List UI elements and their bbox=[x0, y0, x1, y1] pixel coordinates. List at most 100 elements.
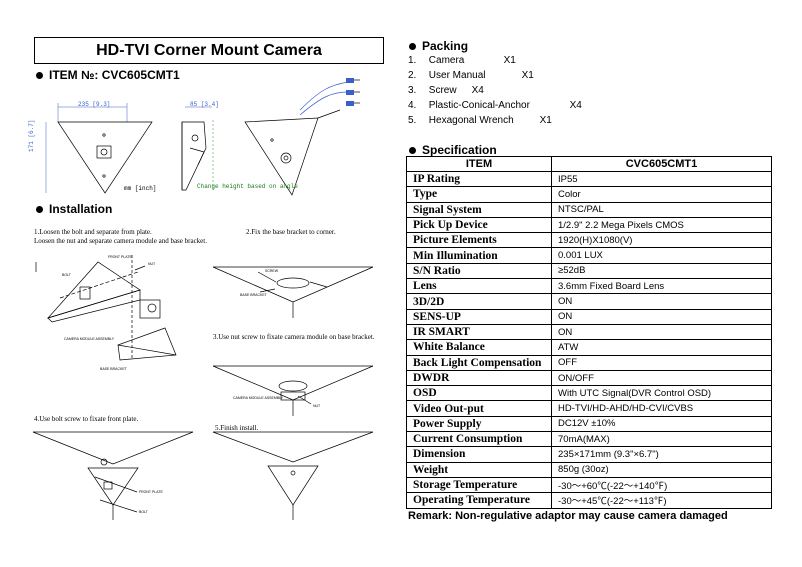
spec-value: 850g (30oz) bbox=[551, 461, 772, 478]
spec-header-row: ITEM CVC605CMT1 bbox=[406, 156, 772, 172]
install-step1-text-a: 1.Loosen the bolt and separate from plat… bbox=[34, 228, 152, 236]
spec-value: ≥52dB bbox=[551, 262, 772, 280]
packing-item-name: Camera bbox=[428, 55, 465, 66]
part-label-bolt-2: BOLT bbox=[139, 510, 148, 514]
unit-label: mm [inch] bbox=[124, 185, 157, 192]
specification-heading-label: Specification bbox=[422, 143, 497, 157]
spec-value: With UTC Signal(DVR Control OSD) bbox=[551, 385, 772, 402]
install-step5-drawing bbox=[212, 431, 374, 520]
packing-item: 3. Screw X4 bbox=[408, 83, 788, 98]
spec-value: ATW bbox=[551, 339, 772, 356]
packing-item: 5. Hexagonal Wrench X1 bbox=[408, 113, 788, 128]
spec-key: Current Consumption bbox=[406, 431, 552, 448]
spec-key: Power Supply bbox=[406, 415, 552, 433]
packing-item-qty: X1 bbox=[539, 115, 552, 126]
packing-item: 4. Plastic-Conical-Anchor X4 bbox=[408, 98, 788, 113]
spec-key: DWDR bbox=[406, 369, 552, 387]
spec-value: -30～+45℃(-22～+113℉) bbox=[551, 492, 772, 509]
angle-note: Change height based on angle bbox=[197, 183, 298, 190]
part-label-base-bracket-2: BASE BRACKET bbox=[240, 293, 267, 297]
spec-value: ON bbox=[551, 293, 772, 310]
packing-item-name: Hexagonal Wrench bbox=[428, 115, 514, 126]
spec-value: 70mA(MAX) bbox=[551, 431, 772, 448]
packing-item-num: 5. bbox=[408, 115, 417, 126]
part-label-bolt: BOLT bbox=[62, 273, 71, 277]
spec-value: 0.001 LUX bbox=[551, 247, 772, 264]
install-step4-drawing bbox=[32, 431, 194, 520]
spec-value: 235×171mm (9.3"×6.7") bbox=[551, 446, 772, 463]
spec-key: IP Rating bbox=[406, 170, 552, 188]
install-step3-text: 3.Use nut screw to fixate camera module … bbox=[213, 333, 375, 341]
spec-value: NTSC/PAL bbox=[551, 201, 772, 218]
spec-key: OSD bbox=[406, 385, 552, 402]
page-title: HD-TVI Corner Mount Camera bbox=[34, 37, 384, 64]
packing-item-num: 1. bbox=[408, 55, 417, 66]
packing-heading-label: Packing bbox=[422, 39, 469, 53]
packing-item-name: Screw bbox=[428, 85, 457, 96]
packing-item-num: 4. bbox=[408, 100, 417, 111]
spec-key: White Balance bbox=[406, 339, 552, 356]
spec-row: S/N Ratio≥52dB bbox=[406, 262, 772, 280]
spec-key: Video Out-put bbox=[406, 400, 552, 417]
spec-value: -30～+60℃(-22～+140℉) bbox=[551, 476, 772, 494]
packing-item-name: User Manual bbox=[428, 70, 486, 81]
spec-value: 1/2.9" 2.2 Mega Pixels CMOS bbox=[551, 216, 772, 234]
spec-key: SENS-UP bbox=[406, 308, 552, 325]
bullet-icon bbox=[409, 42, 416, 50]
spec-value: ON bbox=[551, 323, 772, 341]
install-step3-drawing bbox=[212, 365, 374, 416]
bullet-icon bbox=[36, 71, 43, 79]
spec-value: ON bbox=[551, 308, 772, 325]
spec-key: Lens bbox=[406, 278, 552, 295]
install-step4-text: 4.Use bolt screw to fixate front plate. bbox=[34, 415, 139, 423]
packing-item-num: 3. bbox=[408, 85, 417, 96]
spec-key: 3D/2D bbox=[406, 293, 552, 310]
part-label-camera-module: CAMERA MODULE ASSEMBLY bbox=[64, 337, 115, 341]
spec-key: Operating Temperature bbox=[406, 492, 552, 509]
installation-heading-label: Installation bbox=[49, 202, 113, 216]
spec-value: ON/OFF bbox=[551, 369, 772, 387]
part-label-nut: NUT bbox=[148, 262, 156, 266]
spec-col-item: ITEM bbox=[406, 156, 552, 172]
spec-value: DC12V ±10% bbox=[551, 415, 772, 433]
installation-heading: Installation bbox=[36, 202, 112, 216]
spec-value: OFF bbox=[551, 354, 772, 371]
spec-key: Storage Temperature bbox=[406, 476, 552, 494]
part-label-camera-module-2: CAMERA MODULE ASSEMBLY bbox=[233, 396, 284, 400]
bullet-icon bbox=[409, 146, 416, 154]
part-label-nut-2: NUT bbox=[313, 404, 321, 408]
spec-key: Weight bbox=[406, 461, 552, 478]
item-number: ITEM №: CVC605CMT1 bbox=[36, 68, 180, 82]
spec-key: S/N Ratio bbox=[406, 262, 552, 280]
packing-item-num: 2. bbox=[408, 70, 417, 81]
spec-key: Min Illumination bbox=[406, 247, 552, 264]
spec-value: 3.6mm Fixed Board Lens bbox=[551, 278, 772, 295]
spec-key: Picture Elements bbox=[406, 232, 552, 249]
packing-heading: Packing bbox=[409, 39, 468, 53]
spec-key: Type bbox=[406, 186, 552, 203]
packing-item-qty: X4 bbox=[569, 100, 582, 111]
install-step1-text-b: Loosen the nut and separate camera modul… bbox=[34, 237, 207, 245]
packing-item-qty: X1 bbox=[521, 70, 534, 81]
packing-item: 2. User Manual X1 bbox=[408, 68, 788, 83]
packing-item-name: Plastic-Conical-Anchor bbox=[428, 100, 530, 111]
